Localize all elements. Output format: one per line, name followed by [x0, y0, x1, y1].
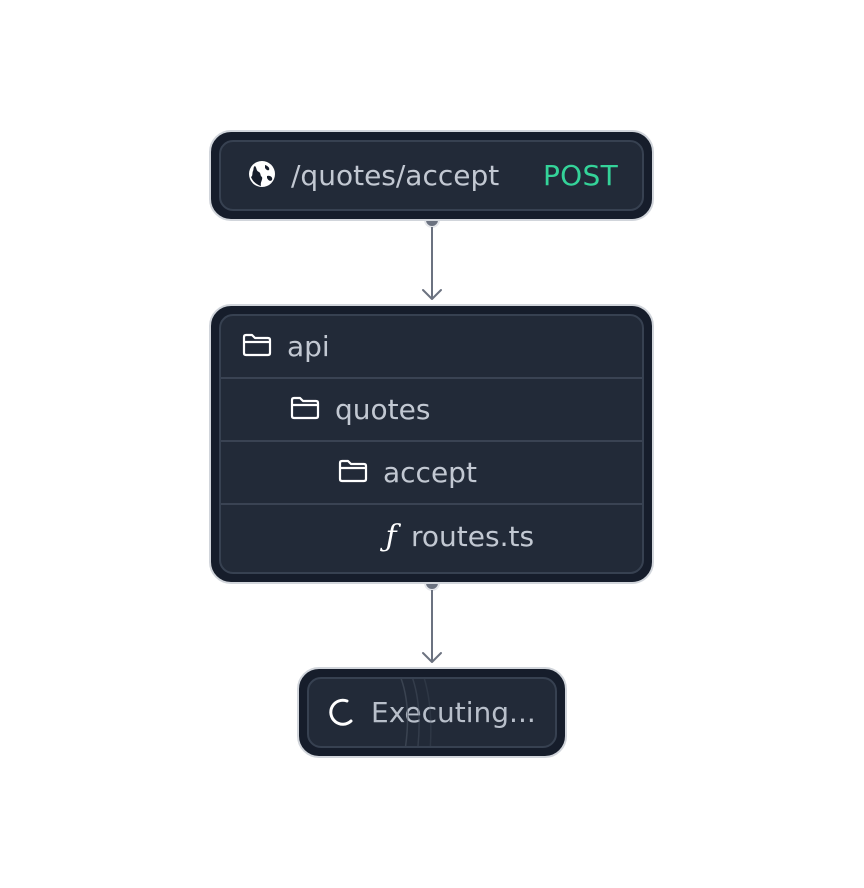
tree-item-accept[interactable]: accept	[221, 442, 642, 505]
edge-endpoint-to-tree	[422, 212, 442, 300]
tree-item-routes-ts[interactable]: ƒ routes.ts	[221, 505, 642, 568]
status-label: Executing...	[371, 696, 536, 729]
file-tree-body: api quotes accept ƒ routes.ts	[219, 314, 644, 574]
tree-item-label: api	[287, 330, 330, 363]
endpoint-node[interactable]: /quotes/accept POST	[209, 130, 654, 221]
folder-icon	[289, 395, 321, 425]
globe-icon	[247, 159, 277, 193]
status-node-body: Executing...	[307, 677, 557, 748]
status-node[interactable]: Executing...	[297, 667, 567, 758]
tree-item-label: quotes	[335, 393, 431, 426]
tree-item-api[interactable]: api	[221, 316, 642, 379]
folder-icon	[337, 458, 369, 488]
folder-icon	[241, 332, 273, 362]
endpoint-route: /quotes/accept	[291, 159, 500, 192]
file-tree-node[interactable]: api quotes accept ƒ routes.ts	[209, 304, 654, 584]
edge-tree-to-status	[422, 575, 442, 663]
arrow-head-icon	[422, 652, 442, 663]
tree-item-quotes[interactable]: quotes	[221, 379, 642, 442]
arrow-head-icon	[422, 289, 442, 300]
function-icon: ƒ	[385, 519, 397, 554]
spinner-icon	[327, 696, 355, 730]
endpoint-node-body: /quotes/accept POST	[219, 140, 644, 211]
tree-item-label: accept	[383, 456, 477, 489]
tree-item-label: routes.ts	[411, 520, 535, 553]
http-method-badge: POST	[542, 159, 618, 192]
